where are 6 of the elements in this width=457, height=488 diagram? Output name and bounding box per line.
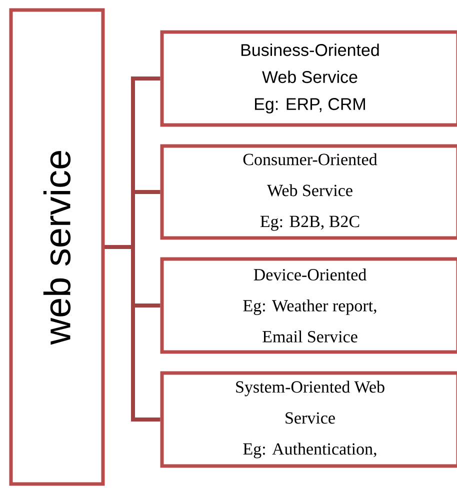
connector-line [104,245,160,422]
category-box: System-Oriented Web Service Eg: Authentication, [160,371,457,468]
category-box: Business-Oriented Web Service Eg: ERP, CRM [160,30,457,127]
category-box: Consumer-Oriented Web Service Eg: B2B, B2C [160,144,457,240]
category-box: Device-Oriented Eg: Weather report, Email Service [160,257,457,354]
main-box: web service [9,8,105,486]
